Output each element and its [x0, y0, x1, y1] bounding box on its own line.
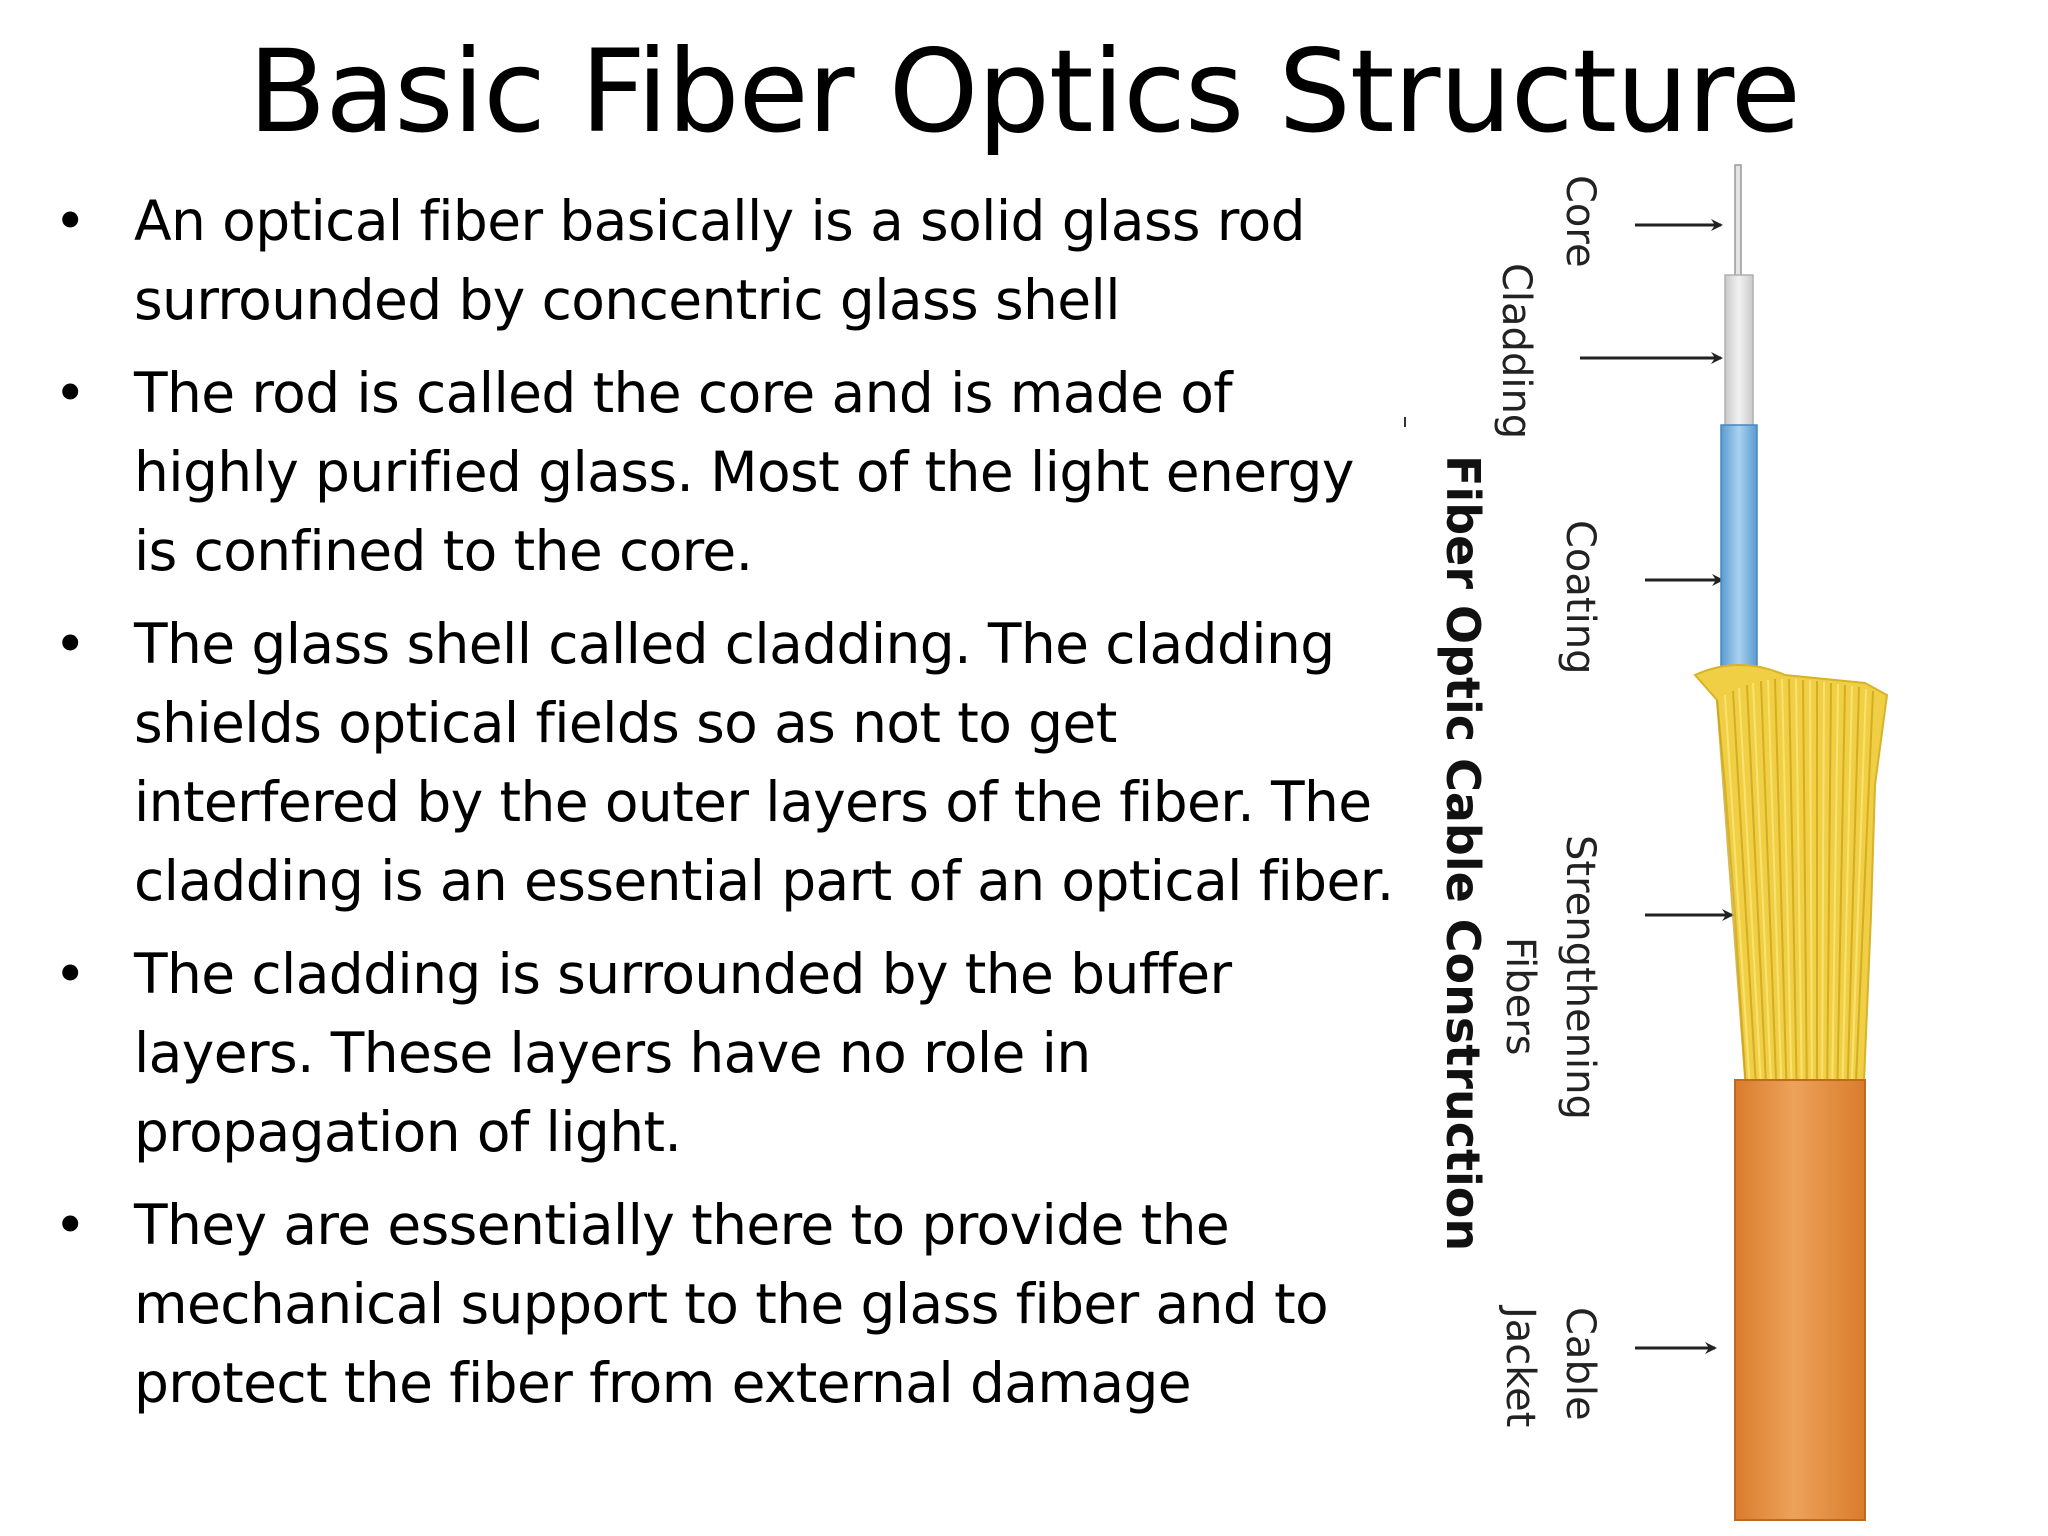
- label-cable: Cable: [1557, 1307, 1603, 1421]
- bullet-item: • An optical fiber basically is a solid …: [52, 182, 1392, 340]
- label-fibers: Fibers: [1497, 937, 1543, 1056]
- fiber-cladding: [1724, 274, 1754, 436]
- label-cladding: Cladding: [1493, 263, 1539, 439]
- bullet-text-line: interfered by the outer layers of the fi…: [134, 770, 1372, 834]
- bullet-text-line: shields optical fields so as not to get: [134, 691, 1117, 755]
- bullet-text-line: highly purified glass. Most of the light…: [134, 440, 1354, 504]
- cable-jacket: [1734, 1079, 1866, 1521]
- bullet-item: • The glass shell called cladding. The c…: [52, 605, 1394, 921]
- bullet-item: • They are essentially there to provide …: [52, 1186, 1392, 1423]
- bullet-text-line: surrounded by concentric glass shell: [134, 268, 1120, 332]
- bullet-item: • The rod is called the core and is made…: [52, 354, 1392, 591]
- bullet-item: • The cladding is surrounded by the buff…: [52, 935, 1392, 1172]
- bullet-text-line: is confined to the core.: [134, 519, 753, 583]
- slide-title: Basic Fiber Optics Structure: [248, 25, 1801, 158]
- bullet-text-line: propagation of light.: [134, 1100, 682, 1164]
- bullet-text-line: They are essentially there to provide th…: [134, 1193, 1230, 1257]
- label-jacket: Jacket: [1497, 1304, 1543, 1427]
- bullet-text-line: cladding is an essential part of an opti…: [134, 849, 1394, 913]
- bullet-dot-icon: •: [54, 942, 86, 1006]
- bullet-text-line: The cladding is surrounded by the buffer: [134, 942, 1232, 1006]
- bullet-text-line: The glass shell called cladding. The cla…: [134, 612, 1335, 676]
- bullet-dot-icon: •: [54, 1193, 86, 1257]
- bullet-text-line: An optical fiber basically is a solid gl…: [134, 189, 1306, 253]
- label-strengthening: Strengthening: [1557, 835, 1603, 1120]
- bullet-dot-icon: •: [54, 361, 86, 425]
- bullet-dot-icon: •: [54, 612, 86, 676]
- bullet-text-line: mechanical support to the glass fiber an…: [134, 1272, 1329, 1336]
- label-coating: Coating: [1557, 520, 1603, 674]
- bullet-list: • An optical fiber basically is a solid …: [52, 182, 1394, 1437]
- bullet-dot-icon: •: [54, 189, 86, 253]
- strengthening-fibers: [1693, 664, 1889, 1106]
- bullet-text-line: protect the fiber from external damage: [134, 1351, 1192, 1415]
- label-core: Core: [1557, 175, 1603, 268]
- diagram-title: Fiber Optic Cable Construction: [1436, 455, 1490, 1251]
- fiber-cable-diagram: Fiber Optic Cable Construction Core Clad…: [1395, 155, 2015, 1525]
- fiber-cable-illustration: Fiber Optic Cable Construction Core Clad…: [1404, 164, 1889, 1521]
- fiber-coating: [1720, 424, 1758, 696]
- bullet-text-line: The rod is called the core and is made o…: [134, 361, 1233, 425]
- bullet-text-line: layers. These layers have no role in: [134, 1021, 1091, 1085]
